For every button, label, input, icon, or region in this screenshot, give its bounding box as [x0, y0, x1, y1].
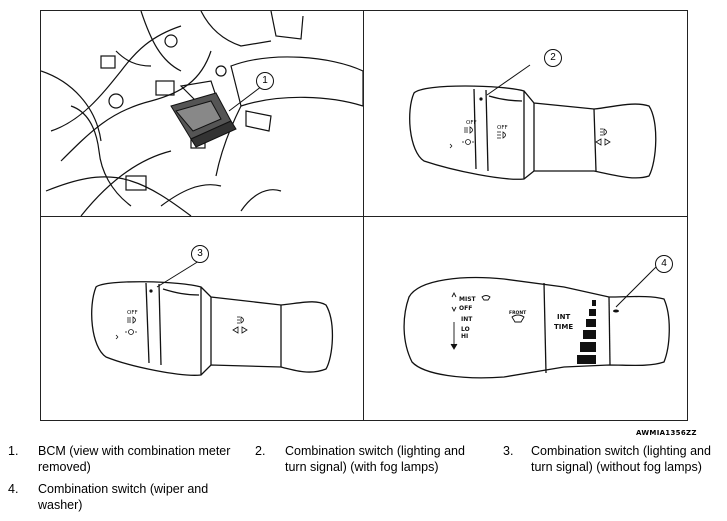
panel-divider-horizontal: [41, 216, 687, 217]
bcm-illustration: [41, 11, 363, 216]
legend-text: BCM (view with combination meter removed…: [38, 444, 231, 474]
lighting-switch-nofog-illustration: OFF: [91, 260, 334, 376]
figure-code: AWMIA1356ZZ: [636, 429, 697, 437]
lighting-switch-fog-illustration: OFF OFF: [409, 64, 657, 180]
legend-text: Combination switch (wiper and washer): [38, 482, 209, 512]
panel-divider-vertical: [363, 11, 364, 420]
label-off: OFF: [459, 305, 472, 312]
legend-number: 2.: [255, 444, 266, 458]
label-mist: MIST: [459, 296, 477, 303]
legend-item-1: 1. BCM (view with combination meter remo…: [8, 443, 248, 477]
legend-item-2: 2. Combination switch (lighting and turn…: [255, 443, 490, 477]
figure-frame: 1 OFF OFF: [40, 10, 688, 421]
legend-text: Combination switch (lighting and turn si…: [285, 444, 465, 474]
legend-item-3: 3. Combination switch (lighting and turn…: [503, 443, 727, 477]
label-int: INT: [461, 316, 473, 323]
callout-3: 3: [191, 245, 209, 263]
label-lo: LO: [461, 326, 470, 333]
panel-wiper: MIST OFF INT LO HI FRONT INT TIME 4: [364, 217, 688, 420]
label-int-big: INT: [557, 313, 570, 321]
label-off-left: OFF: [466, 120, 477, 126]
legend-number: 1.: [8, 444, 19, 458]
label-off: OFF: [127, 310, 138, 316]
legend-number: 4.: [8, 482, 19, 496]
panel-bcm: 1: [41, 11, 363, 216]
label-front: FRONT: [509, 310, 527, 316]
callout-4: 4: [655, 255, 673, 273]
panel-lighting-without-fog: OFF 3: [41, 217, 363, 420]
label-time: TIME: [554, 323, 573, 331]
panel-lighting-with-fog: OFF OFF 2: [364, 11, 688, 216]
label-hi: HI: [461, 333, 468, 340]
wiper-switch-illustration: MIST OFF INT LO HI FRONT INT TIME: [403, 264, 670, 379]
label-off-right: OFF: [497, 125, 508, 131]
legend-text: Combination switch (lighting and turn si…: [531, 444, 711, 474]
legend-number: 3.: [503, 444, 514, 458]
callout-2: 2: [544, 49, 562, 67]
callout-1: 1: [256, 72, 274, 90]
legend-item-4: 4. Combination switch (wiper and washer): [8, 481, 248, 515]
